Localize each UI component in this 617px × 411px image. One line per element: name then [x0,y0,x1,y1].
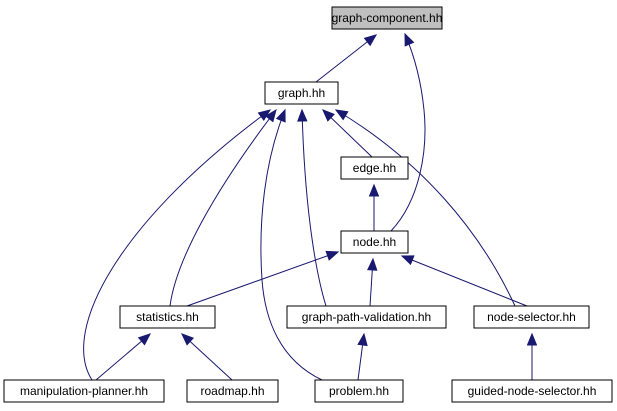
edge-line [95,333,151,381]
node-label: graph-path-validation.hh [302,310,431,324]
edge-node-selector-to-graph [334,109,516,307]
node-box[interactable] [340,230,409,254]
node-box[interactable] [119,305,216,329]
edge-roadmap-to-statistics [181,333,233,381]
node-label: graph-component.hh [332,11,443,25]
arrowhead-icon [334,109,349,121]
node-label: edge.hh [353,161,396,175]
edge-line [169,109,277,307]
node-graph[interactable]: graph.hh [264,81,339,105]
node-label: problem.hh [329,384,389,398]
node-box[interactable] [340,156,409,180]
arrowhead-icon [404,32,415,47]
node-label: node.hh [353,235,396,249]
node-label: graph.hh [278,86,325,100]
edges-layer [83,32,538,381]
node-edge[interactable]: edge.hh [340,156,409,180]
edge-guided-node-selector-to-node-selector [526,332,538,380]
node-box[interactable] [286,305,447,329]
edge-line [315,34,377,83]
node-manipulation-planner[interactable]: manipulation-planner.hh [3,379,165,403]
node-box[interactable] [186,379,279,403]
node-label: manipulation-planner.hh [20,384,148,398]
node-statistics[interactable]: statistics.hh [119,305,216,329]
arrowhead-icon [400,255,415,266]
edge-statistics-to-node [186,250,340,307]
edge-node-selector-to-node [400,255,528,307]
edge-edge-to-graph [322,109,373,158]
node-graph-component[interactable]: graph-component.hh [331,6,443,30]
arrowhead-icon [181,333,195,346]
node-box[interactable] [314,379,404,403]
edge-node-to-graph-component [390,32,426,232]
node-label: guided-node-selector.hh [468,384,597,398]
nodes-layer: graph-component.hh graph.hh edge.hh node.hh… [3,6,613,403]
edge-statistics-to-graph [169,108,277,307]
edge-line [401,255,528,307]
arrowhead-icon [367,257,378,271]
node-box[interactable] [264,81,339,105]
arrowhead-icon [275,108,286,123]
arrowhead-icon [357,332,368,347]
node-box[interactable] [3,379,165,403]
node-guided-node-selector[interactable]: guided-node-selector.hh [451,379,613,403]
edge-line [390,33,426,232]
edge-line [186,251,339,307]
arrowhead-icon [526,332,538,346]
node-box[interactable] [331,6,443,30]
edge-problem-to-graph [260,108,323,381]
node-problem[interactable]: problem.hh [314,379,404,403]
edge-manipulation-planner-to-statistics [95,333,152,381]
node-node[interactable]: node.hh [340,230,409,254]
node-node-selector[interactable]: node-selector.hh [473,305,590,329]
edge-problem-to-graph-path-validation [357,332,368,381]
arrowhead-icon [368,183,380,197]
node-label: roadmap.hh [200,384,264,398]
node-box[interactable] [473,305,590,329]
arrowhead-icon [363,34,378,47]
node-roadmap[interactable]: roadmap.hh [186,379,279,403]
arrowhead-icon [322,109,335,122]
node-box[interactable] [451,379,613,403]
edge-node-to-edge [368,183,380,231]
edge-graph-to-graph-component [315,34,378,83]
node-label: node-selector.hh [487,310,576,324]
arrowhead-icon [297,108,308,122]
node-label: statistics.hh [136,310,199,324]
edge-manipulation-planner-to-graph [83,109,272,381]
edge-line [301,109,327,307]
node-graph-path-validation[interactable]: graph-path-validation.hh [286,305,447,329]
edge-graph-path-validation-to-graph [297,108,327,307]
arrowhead-icon [257,109,272,122]
edge-line [260,109,323,381]
edge-line [83,109,271,381]
arrowhead-icon [264,108,277,123]
arrowhead-icon [325,250,340,261]
edge-line [335,109,516,307]
arrowhead-icon [137,333,152,346]
edge-graph-path-validation-to-node [367,257,378,307]
